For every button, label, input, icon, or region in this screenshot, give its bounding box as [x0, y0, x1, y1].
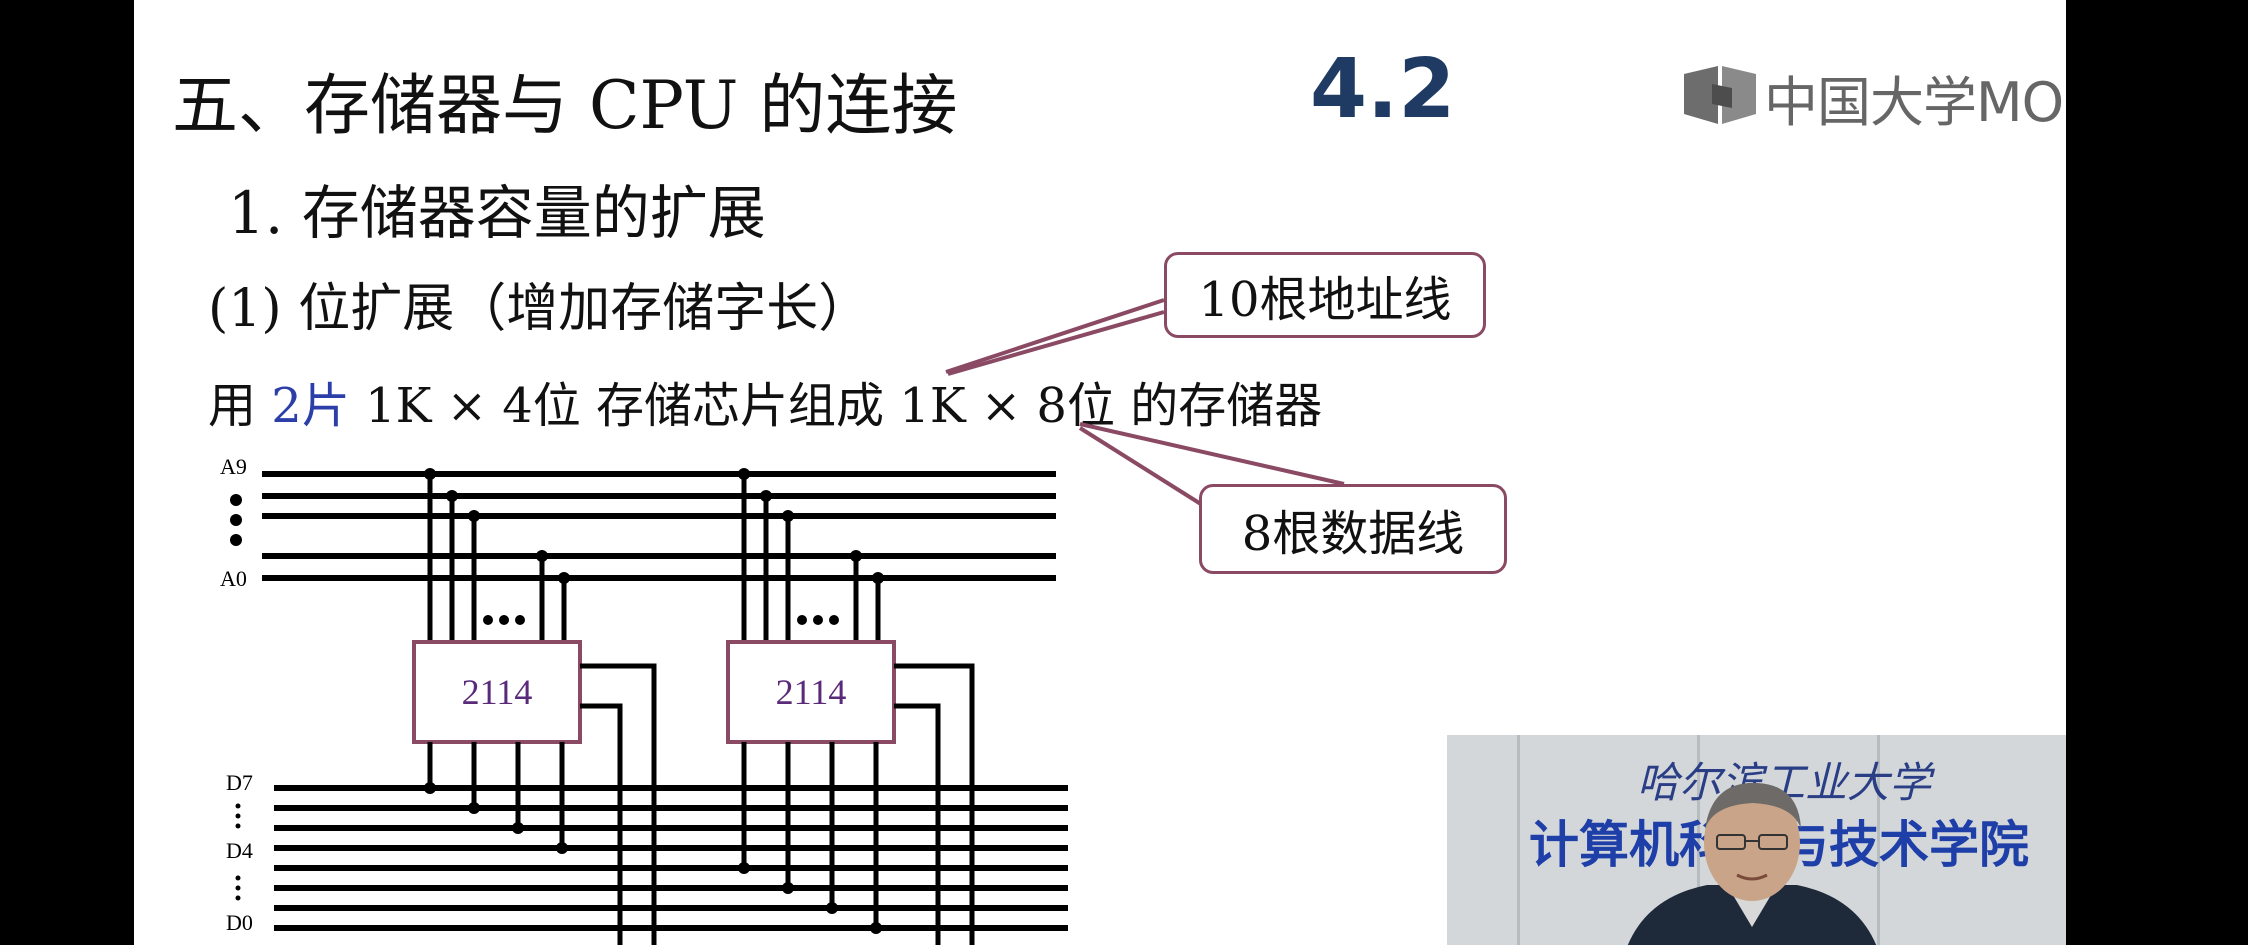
- subtitle-capacity-expansion: 1. 存储器容量的扩展: [228, 179, 766, 247]
- section-number: 4.2: [1310, 42, 1456, 137]
- sentence-middle: 1K × 4位 存储芯片组成 1K × 8位: [365, 378, 1115, 434]
- data-bus: [274, 785, 1068, 931]
- address-lines-callout: 10根地址线: [1164, 252, 1486, 338]
- address-label-top: A9: [220, 454, 247, 479]
- chip1-address-junctions: [424, 468, 570, 625]
- chip1-label: 2114: [462, 672, 533, 712]
- data-junctions: [424, 782, 882, 934]
- address-label-bottom: A0: [220, 566, 247, 591]
- backdrop-panel-line: [1877, 735, 1880, 945]
- subtitle-bit-expansion: (1) 位扩展（增加存储字长）: [208, 279, 871, 339]
- data-label-d7: D7: [226, 770, 253, 795]
- address-bus-dots: [230, 494, 242, 546]
- sentence-highlight: 2片: [271, 378, 350, 434]
- lecturer-video: 哈尔滨工业大学 计算机科学与技术学院: [1447, 735, 2066, 945]
- data-label-d0: D0: [226, 910, 253, 935]
- callout-pointers: [945, 298, 1345, 508]
- chip2: [726, 640, 896, 744]
- chip2-address-lines: [741, 474, 881, 642]
- data-label-dots: [235, 803, 241, 901]
- chip2-address-junctions: [738, 468, 884, 625]
- sentence-prefix: 用: [208, 378, 257, 434]
- chip1: [412, 640, 582, 744]
- slide: 五、存储器与 CPU 的连接 4.2 中国大学MOOC 1. 存储器容量的扩展 …: [134, 0, 2066, 945]
- bit-expansion-diagram: A9 A0 2114 2114: [220, 298, 1345, 945]
- address-bus: [262, 471, 1056, 581]
- sentence-suffix: 的存储器: [1130, 378, 1323, 434]
- slide-title: 五、存储器与 CPU 的连接: [172, 67, 958, 144]
- data-lines-callout: 8根数据线: [1199, 484, 1507, 574]
- problem-sentence: 用 2片 1K × 4位 存储芯片组成 1K × 8位 的存储器: [208, 366, 1322, 436]
- brand-text: 中国大学MOOC: [1764, 70, 2066, 134]
- chip1-address-lines: [427, 474, 567, 642]
- data-label-d4: D4: [226, 838, 253, 863]
- mooc-book-icon: [1684, 66, 1756, 124]
- lecturer-figure: [1627, 782, 1877, 945]
- backdrop-panel-line: [1697, 735, 1700, 945]
- mooc-logo: 中国大学MOOC: [1682, 62, 2066, 134]
- chip-data-lines: [427, 742, 879, 928]
- backdrop-panel-line: [1517, 735, 1520, 945]
- chip2-label: 2114: [776, 672, 847, 712]
